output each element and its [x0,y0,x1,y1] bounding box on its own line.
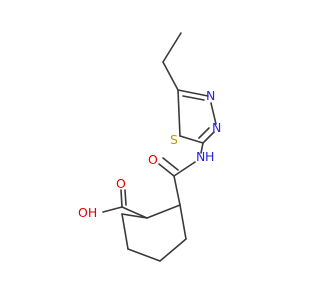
bond-ring-n4-n3 [210,102,217,125]
amide-hydrogen-label: H [205,149,214,164]
bond-ring-c5-c4 [127,248,161,262]
bonds [102,32,217,262]
atom-labels: S N N N H O O OH [78,88,221,220]
bond-ring-c1-c6 [179,204,187,240]
bond-ring-c3-c2 [121,213,148,219]
bond-ring-acid-carbon [121,206,148,219]
bond-carbonyl-o [158,163,175,177]
ring-nitrogen-lower-label: N [212,120,221,135]
bond-ring-c2-s [179,135,204,144]
bond-ethyl-ch3-ch2 [162,32,182,63]
bond-ring-n3-c2 [202,131,215,144]
bond-carbonyl-o-double [162,157,179,171]
bond-ring-c5-n4-double [182,95,205,101]
bond-acid-carbon-o-double [124,189,127,206]
bond-nh-carbonyl [173,161,196,177]
acid-carbonyl-oxygen-label: O [116,176,126,191]
bond-ring-c4-c3 [121,213,129,250]
bond-carbonyl-ring [173,175,181,206]
carbonyl-oxygen-label: O [148,152,158,167]
bond-ring-c5-s [177,89,181,137]
ring-nitrogen-upper-label: N [206,88,215,103]
bond-ring-c5-n4 [177,89,209,97]
bond-acid-carbon-oh [102,206,123,213]
bond-ring-c2-nh [200,142,204,154]
bond-ring-n3-c2-double [198,127,210,139]
bond-ring-c1-c2 [146,204,181,219]
bond-acid-carbon-o [120,189,123,208]
bond-ring-c6-c5 [159,238,187,262]
structure-diagram: S N N N H O O OH [78,32,221,262]
sulfur-atom-label: S [170,132,178,147]
hydroxyl-label: OH [78,205,97,220]
bond-ethyl-ch2-ring [162,61,179,91]
amide-nitrogen-label: N [196,149,205,164]
